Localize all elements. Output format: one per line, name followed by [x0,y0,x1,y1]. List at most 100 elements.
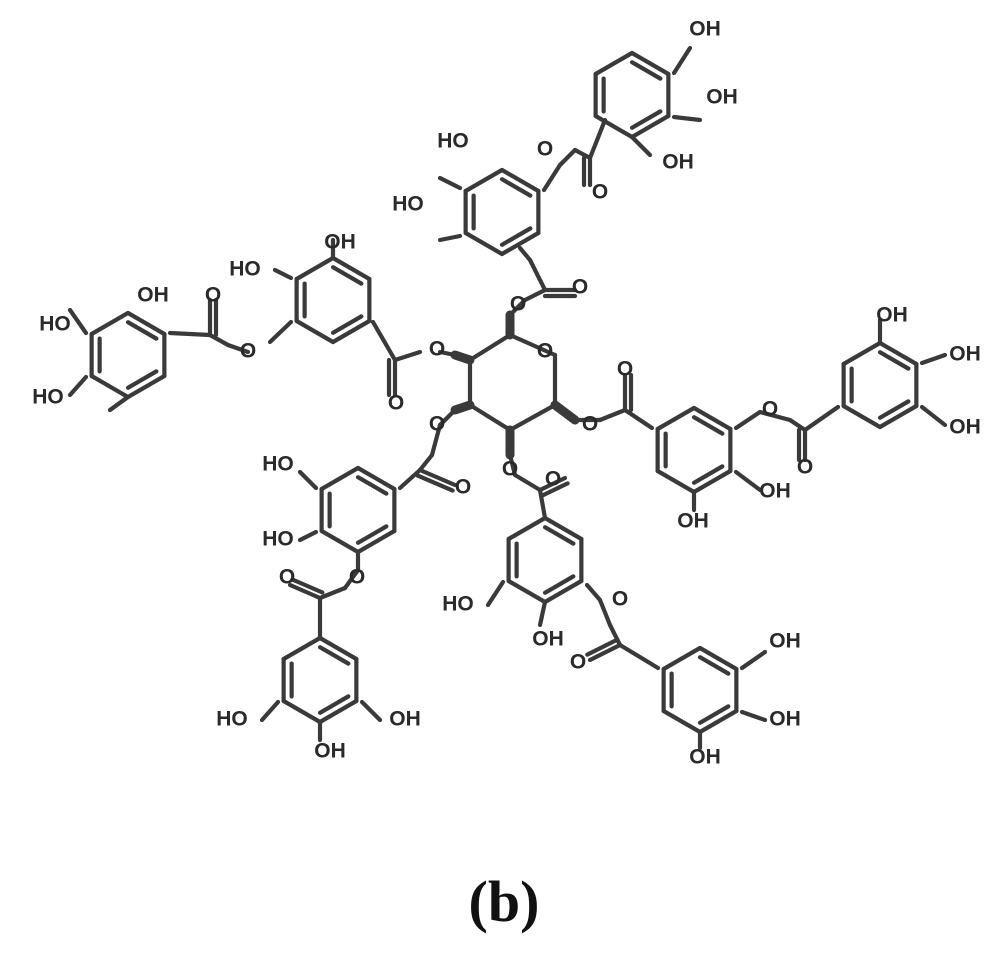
bond-line [541,162,563,193]
ring-bond [542,574,576,595]
bond-line [67,374,89,398]
double-bond-line [540,481,570,498]
hydroxyl-label: HO [437,130,469,153]
bond-line [397,467,423,491]
bond-line [671,114,703,123]
oxygen-atom-label: O [572,276,588,299]
bond-line [107,394,131,413]
hydroxyl-label: OH [532,628,564,651]
ring-bond [691,405,733,432]
bond-line [207,332,231,348]
double-bond-line [585,637,620,657]
bond-line [267,319,294,345]
oxygen-atom-label: O [429,413,445,436]
bond-line [522,287,548,303]
ring-bond [877,340,919,367]
ring-bond [125,373,167,400]
bond-layer [67,45,948,751]
ring-bond [655,468,697,495]
oxygen-atom-label: O [510,293,526,316]
ring-bond [697,645,739,672]
bond-line [437,407,458,428]
ring-bond [661,708,703,735]
hydroxyl-label: OH [769,630,801,653]
bond-line [259,699,281,723]
bond-line [597,597,613,628]
ring-bond [691,468,733,495]
oxygen-atom-label: O [455,476,471,499]
ring-bond [877,399,911,420]
ring-bond [629,50,671,77]
ring-bond [506,515,548,542]
ring-bond [593,50,635,77]
hydroxyl-label: OH [314,740,346,763]
bond-line [733,469,763,493]
hydroxyl-label: OH [137,284,169,307]
ring-bond [841,403,883,430]
ring-bond [661,645,703,672]
bond-line [67,307,89,336]
bond-line [527,257,548,293]
ring-bond [697,708,739,735]
ring-bond [629,109,663,130]
oxygen-atom-label: O [537,340,553,363]
ring-bond [317,645,351,666]
oxygen-atom-label: O [570,651,586,674]
ring-bond [281,635,323,662]
bond-line [342,567,361,591]
ring-bond [593,113,635,140]
ring-bond [125,369,159,390]
double-bond-line [290,577,325,595]
hydroxyl-label: HO [39,313,71,336]
bond-line [297,529,319,543]
bond-line [417,452,435,473]
hydroxyl-label: HO [229,258,261,281]
ring-bond [877,403,919,430]
ring-bond [281,698,323,725]
ring-bond [629,113,671,140]
bond-line [512,472,543,493]
hydroxyl-label: OH [389,708,421,731]
oxygen-atom-label: O [205,284,221,307]
hydroxyl-label: OH [759,480,791,503]
bond-line [587,117,608,161]
wedge-bond [550,400,580,425]
ring-bond [463,230,505,257]
wedge-bond [450,350,475,365]
double-bond-line [417,467,458,488]
bond-line [359,699,383,723]
ring-bond [655,405,697,432]
double-bond-line [415,473,455,493]
hydroxyl-label: HO [216,708,248,731]
ring-bond [355,528,397,555]
ring-bond [330,265,364,286]
bond-line [225,342,251,355]
bond-line [584,582,603,603]
hydroxyl-label: HO [392,193,424,216]
hydroxyl-label: OH [324,231,356,254]
oxygen-atom-label: O [582,413,598,436]
oxygen-atom-label: O [617,358,633,381]
bond-line [572,147,593,161]
bond-line [485,579,506,608]
ring-bond [317,694,351,715]
bond-line [919,352,948,366]
oxygen-atom-label: O [388,392,404,415]
bond-line [919,404,948,428]
oxygen-atom-label: O [545,468,561,491]
ring-bond [319,465,361,492]
hydroxyl-label: HO [262,528,294,551]
bond-line [787,417,808,433]
hydroxyl-label: OH [949,416,981,439]
ring-bond [355,465,397,492]
ring-bond [697,704,731,725]
hydroxyl-label: OH [876,304,908,327]
hydroxyl-label: OH [689,18,721,41]
hydroxyl-label: OH [677,510,709,533]
ring-bond [355,524,389,545]
ring-bond [89,373,131,400]
bond-line [597,407,628,423]
oxygen-atom-label: O [612,588,628,611]
